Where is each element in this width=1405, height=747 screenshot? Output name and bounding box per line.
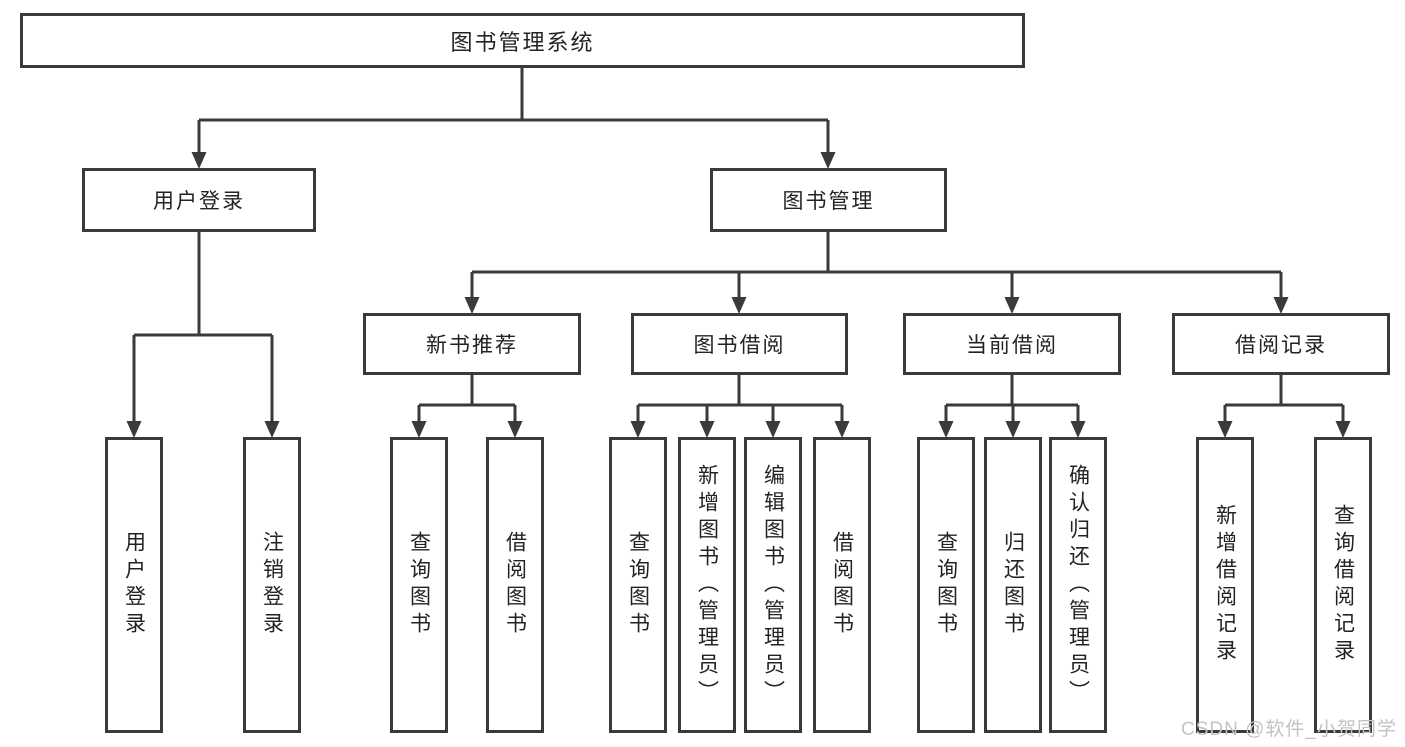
arrowhead-leaf xyxy=(834,421,850,438)
arrowhead-to-new-book xyxy=(464,297,480,314)
arrowhead-leaf xyxy=(1005,421,1021,438)
arrowhead-to-borrow-record xyxy=(1273,297,1289,314)
edge-group-book-management xyxy=(464,231,1289,314)
edge-group-borrow-record xyxy=(1217,374,1351,438)
arrowhead-to-leaf-logout xyxy=(264,421,280,438)
edge-root-branch xyxy=(197,67,830,155)
csdn-watermark: CSDN @软件_小贺同学 xyxy=(1181,719,1397,740)
arrowhead-leaf xyxy=(630,421,646,438)
leaf-query-book-2: 查询图书 xyxy=(609,437,667,733)
node-borrow-record: 借阅记录 xyxy=(1172,313,1390,375)
arrowhead-leaf xyxy=(1335,421,1351,438)
arrowhead-to-user-login xyxy=(191,152,207,169)
edge-user-login-branch xyxy=(132,231,274,424)
arrowhead-to-book-borrow xyxy=(731,297,747,314)
node-user-login: 用户登录 xyxy=(82,168,316,232)
leaf-borrow-book-2: 借阅图书 xyxy=(813,437,871,733)
edge-borrow-record-branch xyxy=(1223,374,1345,424)
arrowhead-to-leaf-user-login xyxy=(126,421,142,438)
arrowhead-leaf xyxy=(765,421,781,438)
node-new-book-recommend: 新书推荐 xyxy=(363,313,581,375)
arrowhead-to-current-borrow xyxy=(1004,297,1020,314)
leaf-add-borrow-record: 新增借阅记录 xyxy=(1196,437,1254,733)
node-book-borrow: 图书借阅 xyxy=(631,313,848,375)
arrowhead-to-book-management xyxy=(820,152,836,169)
edge-new-book-branch xyxy=(417,374,517,424)
leaf-return-book: 归还图书 xyxy=(984,437,1042,733)
leaf-borrow-book-1: 借阅图书 xyxy=(486,437,544,733)
edge-book-management-branch xyxy=(470,231,1283,300)
edge-group-user-login xyxy=(126,231,280,438)
arrowhead-leaf xyxy=(699,421,715,438)
leaf-logout: 注销登录 xyxy=(243,437,301,733)
edge-current-borrow-branch xyxy=(944,374,1080,424)
leaf-query-book-3: 查询图书 xyxy=(917,437,975,733)
node-root-library-system: 图书管理系统 xyxy=(20,13,1025,68)
edge-group-current-borrow xyxy=(938,374,1086,438)
node-current-borrow: 当前借阅 xyxy=(903,313,1121,375)
edge-book-borrow-branch xyxy=(636,374,844,424)
arrowhead-leaf xyxy=(1070,421,1086,438)
arrowhead-leaf xyxy=(507,421,523,438)
edge-group-new-book xyxy=(411,374,523,438)
edge-group-root xyxy=(191,67,836,169)
leaf-user-login: 用户登录 xyxy=(105,437,163,733)
leaf-query-book-1: 查询图书 xyxy=(390,437,448,733)
leaf-add-book-admin: 新增图书（管理员） xyxy=(678,437,736,733)
node-book-management: 图书管理 xyxy=(710,168,947,232)
arrowhead-leaf xyxy=(411,421,427,438)
leaf-confirm-return-admin: 确认归还（管理员） xyxy=(1049,437,1107,733)
edge-group-book-borrow xyxy=(630,374,850,438)
leaf-query-borrow-record: 查询借阅记录 xyxy=(1314,437,1372,733)
leaf-edit-book-admin: 编辑图书（管理员） xyxy=(744,437,802,733)
arrowhead-leaf xyxy=(938,421,954,438)
arrowhead-leaf xyxy=(1217,421,1233,438)
